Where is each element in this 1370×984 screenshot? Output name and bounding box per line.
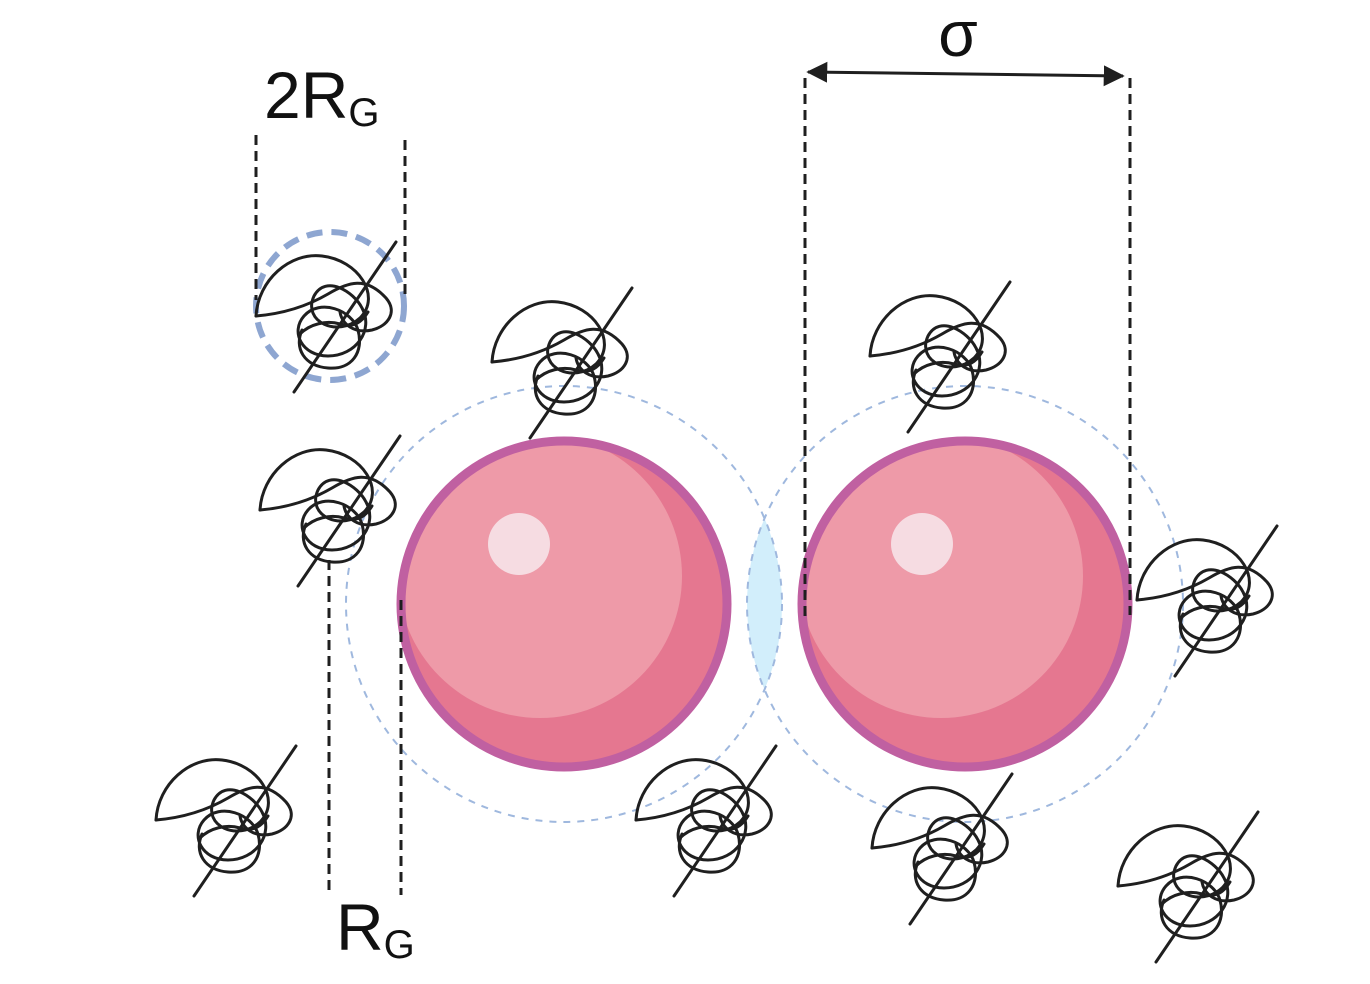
colloid-particle-left bbox=[396, 436, 732, 772]
polymer-coil-icon bbox=[1116, 810, 1260, 964]
colloid-particle-right bbox=[797, 436, 1133, 772]
particle-highlight bbox=[488, 513, 550, 575]
coil-size-circle bbox=[253, 229, 407, 383]
diameter-label: 2RG bbox=[264, 58, 380, 135]
polymer-coil-icon bbox=[154, 744, 298, 898]
polymer-coil-icon bbox=[490, 286, 634, 440]
particle-highlight bbox=[891, 513, 953, 575]
polymer-coil-icon bbox=[868, 280, 1012, 434]
sigma-label: σ bbox=[938, 0, 978, 70]
polymer-coil-icon bbox=[254, 240, 398, 394]
radius-label: RG bbox=[336, 890, 415, 967]
polymer-coil-icon bbox=[1135, 524, 1279, 678]
polymer-coil-icon bbox=[870, 772, 1014, 926]
diameter-label-subscript: G bbox=[348, 91, 379, 135]
radius-label-subscript: G bbox=[384, 923, 415, 967]
sigma-arrow bbox=[806, 61, 1125, 87]
